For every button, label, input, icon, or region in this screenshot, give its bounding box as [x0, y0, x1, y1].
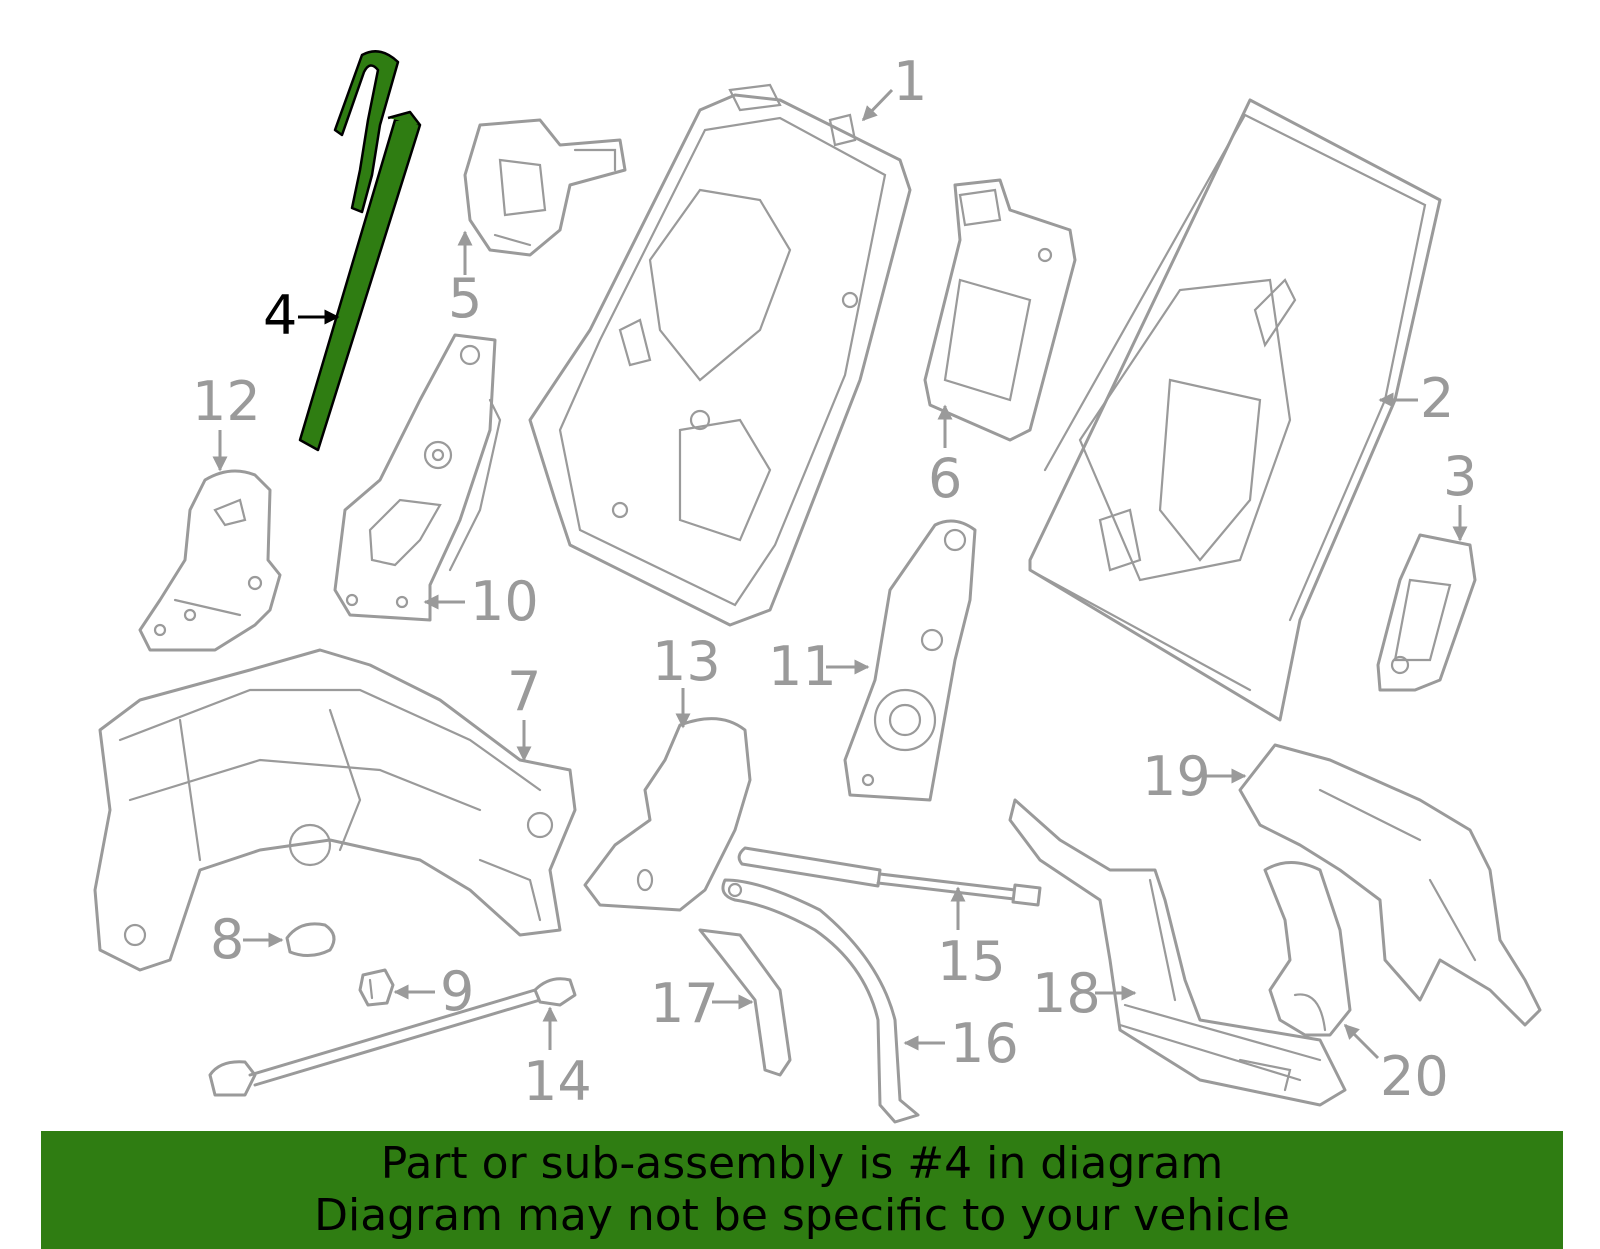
- part-3-cover[interactable]: [1376, 533, 1477, 692]
- callout-11: 11: [768, 635, 870, 698]
- svg-text:1: 1: [893, 50, 927, 113]
- svg-text:20: 20: [1380, 1045, 1449, 1108]
- svg-text:8: 8: [210, 908, 244, 971]
- svg-text:3: 3: [1443, 445, 1477, 508]
- part-8-cap[interactable]: [285, 922, 336, 957]
- svg-text:11: 11: [768, 635, 837, 698]
- banner-line-part: Part or sub-assembly is #4 in diagram: [380, 1138, 1224, 1189]
- callout-8: 8: [210, 908, 284, 971]
- callout-13: 13: [652, 630, 721, 729]
- callout-16: 16: [903, 1012, 1019, 1075]
- part-20-end-cap[interactable]: [1263, 861, 1352, 1037]
- callout-1: 1: [861, 50, 927, 122]
- part-16-arm[interactable]: [721, 878, 920, 1124]
- svg-text:10: 10: [470, 570, 539, 633]
- info-banner: Part or sub-assembly is #4 in diagram Di…: [41, 1131, 1563, 1249]
- svg-text:14: 14: [523, 1050, 592, 1113]
- part-6-plate[interactable]: [923, 178, 1077, 442]
- callout-12: 12: [192, 370, 261, 472]
- callout-10: 10: [423, 570, 539, 633]
- svg-text:13: 13: [652, 630, 721, 693]
- callout-3: 3: [1443, 445, 1477, 542]
- svg-text:17: 17: [650, 972, 719, 1035]
- svg-text:16: 16: [950, 1012, 1019, 1075]
- part-12-shield[interactable]: [138, 469, 282, 652]
- callout-4: 4: [263, 284, 340, 347]
- part-2-seat-back-panel[interactable]: [1028, 98, 1442, 722]
- part-14-cable[interactable]: [208, 977, 577, 1097]
- part-4-guide-rod[interactable]: [298, 50, 422, 452]
- callout-18: 18: [1032, 962, 1137, 1025]
- svg-text:2: 2: [1420, 367, 1454, 430]
- seat-parts-diagram: 1 2 3 4 5 6 7 8 9 10 11 12: [93, 50, 1542, 1124]
- part-13-pad[interactable]: [583, 717, 752, 912]
- svg-text:19: 19: [1142, 745, 1211, 808]
- callout-9: 9: [393, 960, 474, 1023]
- part-5-bracket[interactable]: [463, 118, 627, 257]
- callout-19: 19: [1142, 745, 1247, 808]
- callout-7: 7: [507, 660, 541, 762]
- part-18-track[interactable]: [1008, 798, 1347, 1107]
- part-10-hinge-plate[interactable]: [333, 333, 502, 622]
- callout-14: 14: [523, 1006, 592, 1113]
- callout-2: 2: [1378, 367, 1454, 430]
- svg-text:7: 7: [507, 660, 541, 723]
- svg-text:9: 9: [440, 960, 474, 1023]
- part-7-seat-base-frame[interactable]: [93, 648, 577, 972]
- part-15-gas-strut[interactable]: [737, 846, 1042, 907]
- callout-6: 6: [928, 404, 962, 510]
- callout-5: 5: [448, 230, 482, 330]
- part-1-seat-back-frame[interactable]: [528, 83, 912, 627]
- callout-20: 20: [1343, 1023, 1449, 1108]
- svg-text:6: 6: [928, 447, 962, 510]
- svg-text:4: 4: [263, 284, 297, 347]
- callout-17: 17: [650, 972, 754, 1035]
- part-17-trim-strip[interactable]: [698, 928, 792, 1077]
- svg-text:12: 12: [192, 370, 261, 433]
- part-19-side-cover[interactable]: [1238, 743, 1542, 1027]
- part-11-recliner-plate[interactable]: [843, 519, 977, 802]
- callout-15: 15: [937, 886, 1006, 993]
- banner-line-disclaimer: Diagram may not be specific to your vehi…: [314, 1190, 1290, 1241]
- part-9-clip[interactable]: [358, 968, 395, 1007]
- svg-text:15: 15: [937, 930, 1006, 993]
- svg-text:5: 5: [448, 267, 482, 330]
- svg-text:18: 18: [1032, 962, 1101, 1025]
